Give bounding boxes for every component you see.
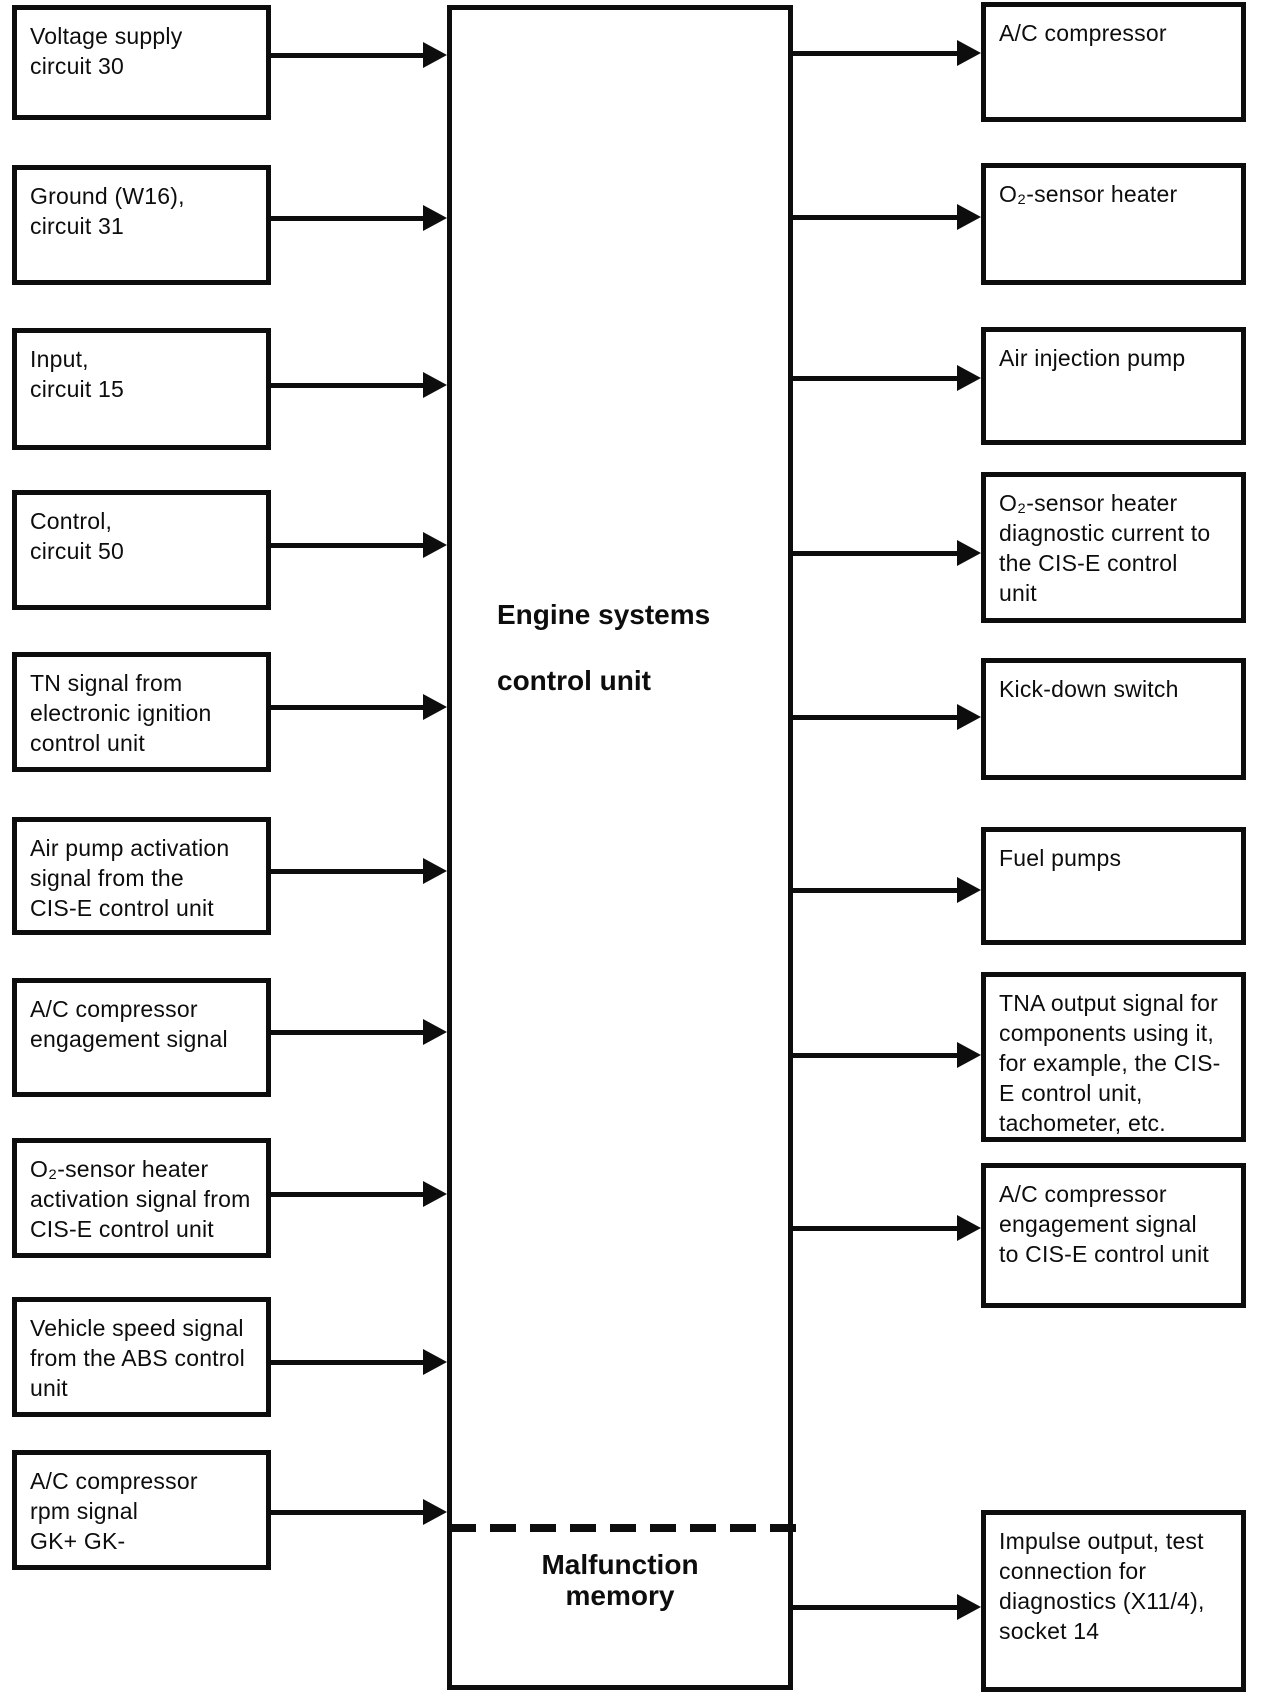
arrow-right-icon xyxy=(957,540,981,566)
connector-input-circuit-50 xyxy=(271,532,447,558)
input-label-ground-w16: Ground (W16), circuit 31 xyxy=(30,183,185,239)
connector-input-air-pump-activation xyxy=(271,858,447,884)
connector-line xyxy=(793,1225,957,1231)
engine-systems-control-unit-box xyxy=(447,5,793,1690)
input-box-vehicle-speed: Vehicle speed signal from the ABS contro… xyxy=(12,1297,271,1417)
output-box-air-injection-pump: Air injection pump xyxy=(981,327,1246,445)
connector-output-tna-output-signal xyxy=(793,1042,981,1068)
arrow-right-icon xyxy=(957,365,981,391)
arrow-right-icon xyxy=(423,1499,447,1525)
arrow-right-icon xyxy=(423,1019,447,1045)
input-box-air-pump-activation: Air pump activation signal from the CIS-… xyxy=(12,817,271,935)
connector-line xyxy=(271,868,423,874)
connector-line xyxy=(271,1509,423,1515)
connector-line xyxy=(793,887,957,893)
connector-input-ac-engagement-signal xyxy=(271,1019,447,1045)
input-label-o2-heater-activation: O₂-sensor heater activation signal from … xyxy=(30,1156,251,1242)
connector-line xyxy=(271,382,423,388)
connector-input-vehicle-speed xyxy=(271,1349,447,1375)
arrow-right-icon xyxy=(957,1215,981,1241)
connector-output-ac-compressor xyxy=(793,40,981,66)
connector-line xyxy=(271,704,423,710)
connector-line xyxy=(793,714,957,720)
arrow-right-icon xyxy=(423,372,447,398)
input-label-air-pump-activation: Air pump activation signal from the CIS-… xyxy=(30,835,230,921)
arrow-right-icon xyxy=(957,204,981,230)
arrow-right-icon xyxy=(423,1349,447,1375)
control-unit-title: Engine systems control unit xyxy=(497,599,711,696)
output-box-o2-heater-diagnostic: O₂-sensor heater diagnostic current to t… xyxy=(981,472,1246,623)
connector-line xyxy=(793,1052,957,1058)
input-label-ac-rpm-signal: A/C compressor rpm signal GK+ GK- xyxy=(30,1468,198,1554)
connector-output-o2-sensor-heater xyxy=(793,204,981,230)
input-box-circuit-50: Control, circuit 50 xyxy=(12,490,271,610)
arrow-right-icon xyxy=(957,40,981,66)
input-box-circuit-15: Input, circuit 15 xyxy=(12,328,271,450)
input-label-circuit-50: Control, circuit 50 xyxy=(30,508,125,564)
connector-output-o2-heater-diagnostic xyxy=(793,540,981,566)
connector-input-tn-signal xyxy=(271,694,447,720)
connector-input-ground-w16 xyxy=(271,205,447,231)
connector-output-fuel-pumps xyxy=(793,877,981,903)
arrow-right-icon xyxy=(423,205,447,231)
malfunction-memory-divider xyxy=(450,1524,802,1532)
connector-input-circuit-15 xyxy=(271,372,447,398)
output-label-air-injection-pump: Air injection pump xyxy=(999,345,1186,371)
arrow-right-icon xyxy=(957,1042,981,1068)
input-box-voltage-supply: Voltage supply circuit 30 xyxy=(12,5,271,120)
connector-line xyxy=(793,550,957,556)
connector-input-ac-rpm-signal xyxy=(271,1499,447,1525)
connector-line xyxy=(271,1029,423,1035)
output-label-tna-output-signal: TNA output signal for components using i… xyxy=(999,990,1221,1136)
input-box-ac-rpm-signal: A/C compressor rpm signal GK+ GK- xyxy=(12,1450,271,1570)
connector-line xyxy=(793,214,957,220)
connector-line xyxy=(793,375,957,381)
connector-line xyxy=(271,1191,423,1197)
output-box-tna-output-signal: TNA output signal for components using i… xyxy=(981,972,1246,1142)
connector-line xyxy=(271,52,423,58)
connector-input-voltage-supply xyxy=(271,42,447,68)
arrow-right-icon xyxy=(957,704,981,730)
output-box-kick-down-switch: Kick-down switch xyxy=(981,658,1246,780)
input-label-circuit-15: Input, circuit 15 xyxy=(30,346,125,402)
input-label-voltage-supply: Voltage supply circuit 30 xyxy=(30,23,183,79)
input-box-ground-w16: Ground (W16), circuit 31 xyxy=(12,165,271,285)
input-box-tn-signal: TN signal from electronic ignition contr… xyxy=(12,652,271,772)
input-label-tn-signal: TN signal from electronic ignition contr… xyxy=(30,670,212,756)
input-label-vehicle-speed: Vehicle speed signal from the ABS contro… xyxy=(30,1315,245,1401)
connector-line xyxy=(271,542,423,548)
malfunction-memory-label: Malfunction memory xyxy=(541,1549,699,1611)
output-box-o2-sensor-heater: O₂-sensor heater xyxy=(981,163,1246,285)
arrow-right-icon xyxy=(423,532,447,558)
input-box-o2-heater-activation: O₂-sensor heater activation signal from … xyxy=(12,1138,271,1258)
output-label-kick-down-switch: Kick-down switch xyxy=(999,676,1179,702)
connector-output-impulse-output xyxy=(793,1594,981,1620)
input-box-ac-engagement-signal: A/C compressor engagement signal xyxy=(12,978,271,1097)
connector-line xyxy=(793,50,957,56)
output-label-ac-engagement-to-cise: A/C compressor engagement signal to CIS-… xyxy=(999,1181,1210,1267)
arrow-right-icon xyxy=(423,858,447,884)
arrow-right-icon xyxy=(957,877,981,903)
connector-output-kick-down-switch xyxy=(793,704,981,730)
output-label-o2-heater-diagnostic: O₂-sensor heater diagnostic current to t… xyxy=(999,490,1211,606)
input-label-ac-engagement-signal: A/C compressor engagement signal xyxy=(30,996,228,1052)
connector-line xyxy=(793,1604,957,1610)
arrow-right-icon xyxy=(423,42,447,68)
arrow-right-icon xyxy=(423,1181,447,1207)
connector-line xyxy=(271,1359,423,1365)
output-label-o2-sensor-heater: O₂-sensor heater xyxy=(999,181,1178,207)
output-box-ac-engagement-to-cise: A/C compressor engagement signal to CIS-… xyxy=(981,1163,1246,1308)
arrow-right-icon xyxy=(423,694,447,720)
output-box-ac-compressor: A/C compressor xyxy=(981,2,1246,122)
connector-line xyxy=(271,215,423,221)
output-label-impulse-output: Impulse output, test connection for diag… xyxy=(999,1528,1205,1644)
arrow-right-icon xyxy=(957,1594,981,1620)
output-label-fuel-pumps: Fuel pumps xyxy=(999,845,1122,871)
connector-output-air-injection-pump xyxy=(793,365,981,391)
output-label-ac-compressor: A/C compressor xyxy=(999,20,1167,46)
connector-output-ac-engagement-to-cise xyxy=(793,1215,981,1241)
output-box-fuel-pumps: Fuel pumps xyxy=(981,827,1246,945)
output-box-impulse-output: Impulse output, test connection for diag… xyxy=(981,1510,1246,1692)
connector-input-o2-heater-activation xyxy=(271,1181,447,1207)
